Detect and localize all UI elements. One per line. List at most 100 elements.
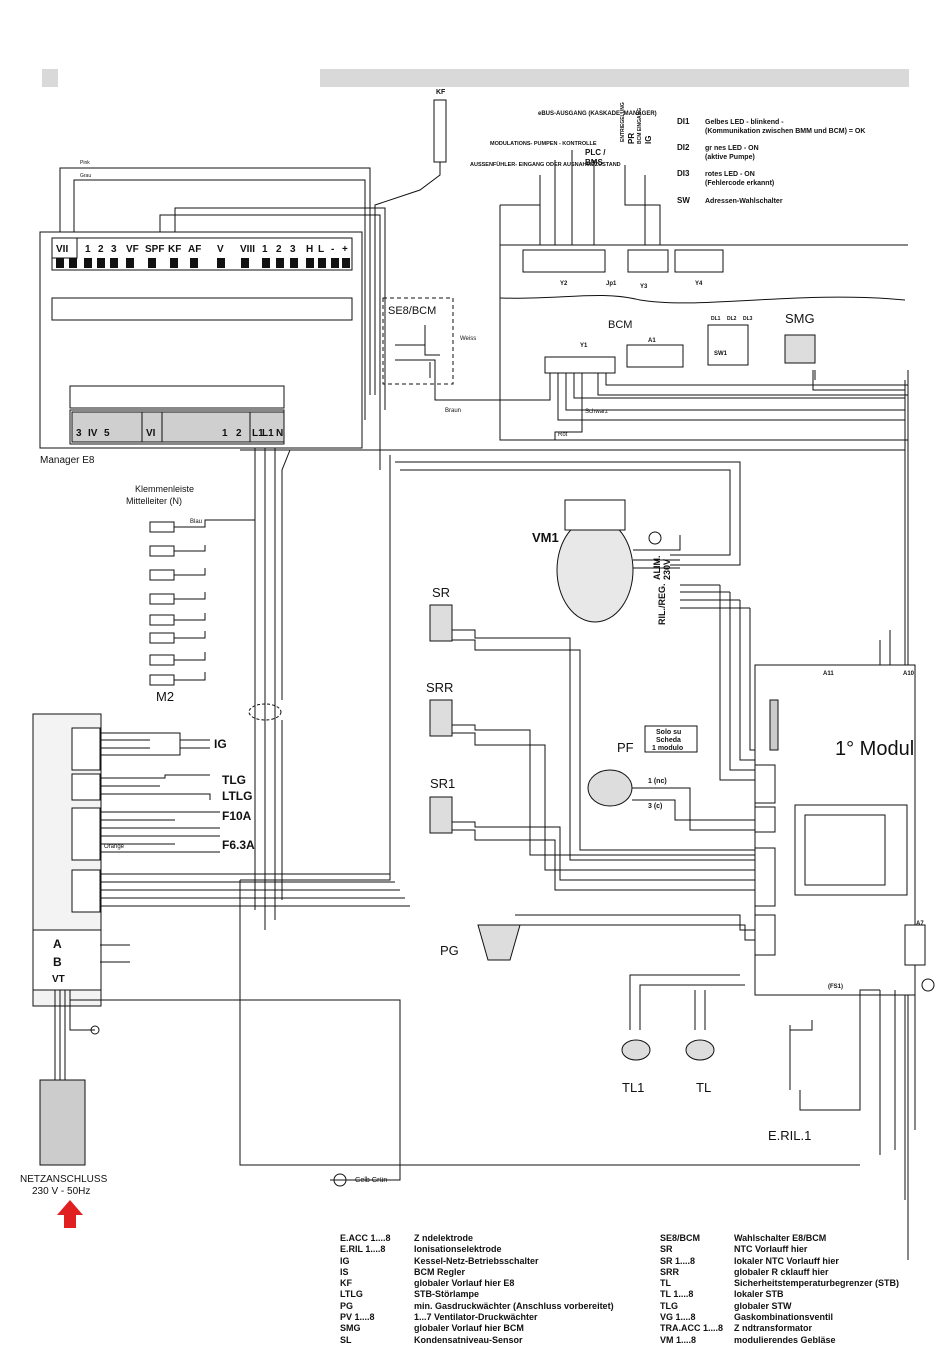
terminal-label: L1: [252, 428, 264, 439]
ebus-heading: eBUS-AUSGANG (KASKADE- MANAGER): [538, 111, 657, 117]
ig-label: IG: [214, 737, 227, 751]
mittelleiter-label: Mittelleiter (N): [126, 496, 182, 506]
sr1-label: SR1: [430, 776, 455, 791]
ig-v-label: IG: [644, 136, 653, 144]
sr-label: SR: [432, 585, 450, 600]
grau-label: Grau: [80, 173, 91, 179]
sw1-label: SW1: [714, 351, 728, 357]
sr-sensor: [429, 604, 453, 642]
terminal-label: VIII: [240, 244, 255, 255]
terminal-label: VII: [56, 244, 68, 255]
sw-text: Adressen-Wahlschalter: [705, 198, 783, 205]
solo-label-1: Solo su: [656, 729, 681, 736]
di1-text: Gelbes LED - blinkend -: [705, 119, 784, 126]
di2-text2: (aktive Pumpe): [705, 154, 755, 161]
terminal-label: 3: [111, 244, 117, 255]
pr-label: PR: [627, 133, 636, 144]
terminal-label: 3: [290, 244, 296, 255]
dl1-label: DL1: [711, 316, 721, 322]
pf-switch: [587, 769, 633, 807]
terminal-label: H: [306, 244, 313, 255]
tl-label: TL: [696, 1080, 711, 1095]
nc-label: 1 (nc): [648, 778, 667, 785]
dl3-label: DL3: [743, 316, 753, 322]
netz-label-2: 230 V - 50Hz: [32, 1186, 90, 1197]
y2-label: Y2: [560, 281, 568, 287]
terminal-label: AF: [188, 244, 201, 255]
eril-label: E.RIL.1: [768, 1128, 811, 1143]
jp1-label: Jp1: [606, 281, 617, 287]
pg-label: PG: [440, 943, 459, 958]
terminal-label: 3: [76, 428, 82, 439]
terminal-label: IV: [88, 428, 98, 439]
manager-bottom-terminals: 3 IV 5 VI 1 2 L1 L1 N: [71, 411, 285, 443]
m2-label: M2: [156, 689, 174, 704]
terminal-label: 1: [85, 244, 91, 255]
plc-label: PLC /: [585, 148, 606, 157]
rot-label: Rot: [558, 432, 568, 438]
srr-label: SRR: [426, 680, 453, 695]
di3-text: rotes LED - ON: [705, 171, 755, 178]
di3-label: DI3: [677, 169, 690, 178]
modulation-heading: MODULATIONS- PUMPEN - KONTROLLE: [490, 141, 597, 147]
solo-label-2: Scheda: [656, 737, 681, 744]
a10-label: A10: [903, 671, 915, 677]
vt-label: VT: [52, 974, 65, 985]
pg-switch: [477, 914, 755, 961]
terminal-label: N: [276, 428, 283, 439]
smg-label: SMG: [785, 311, 815, 326]
ril-reg-label: RIL./REG.: [657, 583, 667, 625]
di2-text: gr nes LED - ON: [705, 145, 759, 152]
dl2-label: DL2: [727, 316, 737, 322]
terminal-label: VF: [126, 244, 139, 255]
header-bar: [320, 69, 909, 87]
orange-label: Orange: [104, 844, 125, 850]
entriegelung-label: ENTRIEGELUNG: [620, 102, 626, 142]
bcm-eingang-label: BCM EINGANG: [637, 108, 643, 144]
f63a-label: F6.3A: [222, 838, 255, 852]
a1-label: A1: [648, 338, 656, 344]
terminal-label: 5: [104, 428, 110, 439]
kf-label: KF: [436, 89, 446, 96]
di1-label: DI1: [677, 117, 690, 126]
power-arrow: [57, 1200, 83, 1228]
ltlg-label: LTLG: [222, 789, 252, 803]
y1-label: Y1: [580, 343, 588, 349]
bms-label: BMS: [585, 158, 603, 167]
a7-label: A7: [916, 921, 924, 927]
fs1-label: (FS1): [828, 984, 843, 990]
vm1-label: VM1: [532, 530, 559, 545]
eril-electrode: [789, 989, 880, 1111]
di3-text2: (Fehlercode erkannt): [705, 180, 774, 187]
manager-top-terminals: VII 1 2 3 VF SPF KF AF V VIII 1 2 3 H L …: [51, 237, 348, 259]
bcm-label: BCM: [608, 319, 632, 331]
blau-label: Blau: [190, 519, 202, 525]
y4-label: Y4: [695, 281, 703, 287]
di2-label: DI2: [677, 143, 690, 152]
weiss-label: Weiss: [460, 336, 476, 342]
terminal-label: -: [331, 244, 334, 255]
braun-label: Braun: [445, 408, 461, 414]
tlg-label: TLG: [222, 773, 246, 787]
tl1-label: TL1: [622, 1080, 644, 1095]
b-label: B: [53, 955, 62, 969]
modul-label: 1° Modul: [835, 738, 914, 760]
header-square: [42, 69, 58, 87]
